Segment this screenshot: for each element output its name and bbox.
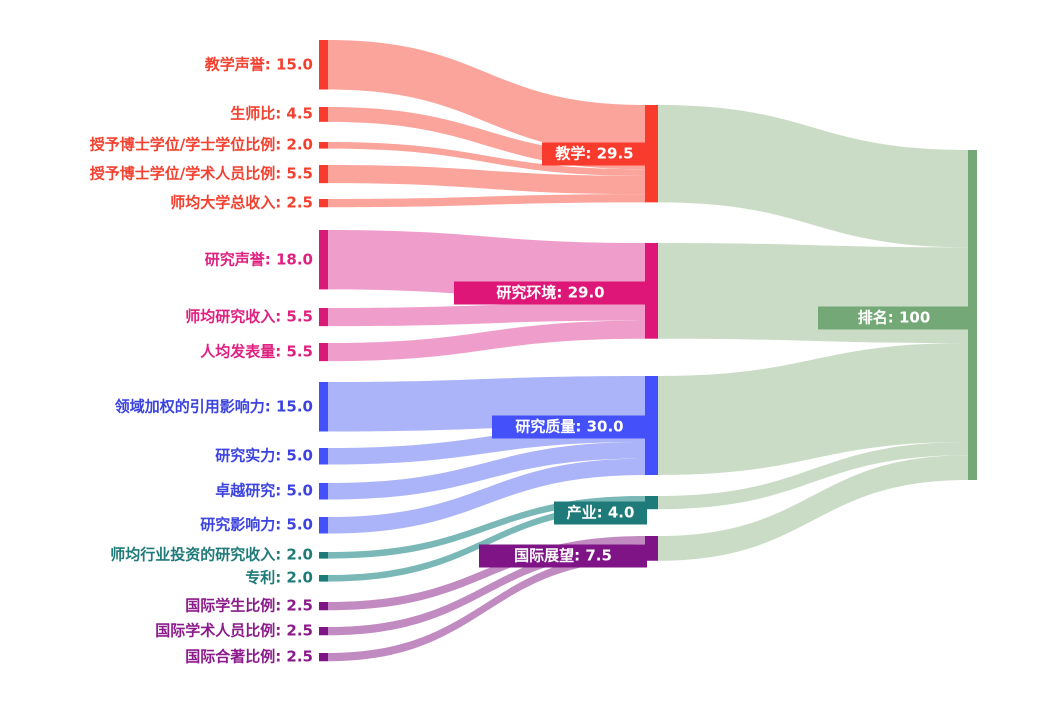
sankey-flow-gjxs-to-intl[interactable]: [328, 536, 645, 611]
node-label-rank: 排名: 100: [818, 306, 970, 330]
sankey-node-jxsy[interactable]: [319, 40, 328, 90]
node-label-yjyxl: 研究影响力: 5.0: [200, 515, 313, 534]
node-label-industry: 产业: 4.0: [554, 501, 647, 525]
sankey-node-rank[interactable]: [968, 150, 977, 480]
sankey-node-gjxr[interactable]: [319, 627, 328, 636]
sankey-flow-hysr-to-industry[interactable]: [328, 496, 645, 559]
node-label-resenv: 研究环境: 29.0: [454, 281, 647, 305]
sankey-node-lyjq[interactable]: [319, 382, 328, 432]
sankey-node-sjyjsr[interactable]: [319, 308, 328, 327]
sankey-node-ssb[interactable]: [319, 107, 328, 122]
sankey-node-yjyxl[interactable]: [319, 517, 328, 534]
sankey-flow-sjyjsr-to-resenv[interactable]: [328, 302, 645, 327]
node-label-gjxr: 国际学术人员比例: 2.5: [155, 621, 313, 640]
sankey-flow-zyyj-to-resqual[interactable]: [328, 442, 645, 500]
sankey-node-gjxs[interactable]: [319, 602, 328, 611]
sankey-flow-intl-to-rank[interactable]: [658, 455, 968, 561]
sankey-flow-industry-to-rank[interactable]: [658, 442, 968, 510]
node-label-zl: 专利: 2.0: [245, 568, 313, 587]
node-label-ssb: 生师比: 4.5: [230, 104, 313, 123]
sankey-flow-sjzsr-to-teaching[interactable]: [328, 194, 645, 208]
sankey-node-intl[interactable]: [645, 536, 658, 561]
sankey-flow-bsxr-to-teaching[interactable]: [328, 165, 645, 195]
node-label-sjyjsr: 师均研究收入: 5.5: [185, 307, 313, 326]
sankey-node-hysr[interactable]: [319, 552, 328, 559]
sankey-node-bsxs[interactable]: [319, 142, 328, 149]
sankey-node-gjhz[interactable]: [319, 653, 328, 662]
sankey-node-yjsl[interactable]: [319, 448, 328, 465]
node-label-gjxs: 国际学生比例: 2.5: [185, 596, 313, 615]
node-label-intl: 国际展望: 7.5: [479, 544, 647, 568]
node-label-jxsy: 教学声誉: 15.0: [204, 55, 313, 74]
sankey-node-zl[interactable]: [319, 575, 328, 582]
sankey-flow-gjhz-to-intl[interactable]: [328, 552, 645, 662]
sankey-node-resenv[interactable]: [645, 243, 658, 339]
sankey-flow-jxsy-to-teaching[interactable]: [328, 40, 645, 155]
sankey-node-industry[interactable]: [645, 496, 658, 510]
node-label-bsxs: 授予博士学位/学士学位比例: 2.0: [89, 135, 313, 154]
sankey-node-rjfbl[interactable]: [319, 343, 328, 362]
sankey-node-yjsy[interactable]: [319, 230, 328, 290]
sankey-node-teaching[interactable]: [645, 105, 658, 203]
sankey-node-zyyj[interactable]: [319, 483, 328, 500]
sankey-flow-gjxr-to-intl[interactable]: [328, 544, 645, 636]
node-label-yjsy: 研究声誉: 18.0: [204, 250, 313, 269]
node-label-lyjq: 领域加权的引用影响力: 15.0: [114, 397, 313, 416]
node-label-hysr: 师均行业投资的研究收入: 2.0: [110, 545, 313, 564]
sankey-flow-teaching-to-rank[interactable]: [658, 105, 968, 248]
node-label-bsxr: 授予博士学位/学术人员比例: 5.5: [89, 164, 313, 183]
sankey-node-resqual[interactable]: [645, 376, 658, 475]
node-label-sjzsr: 师均大学总收入: 2.5: [170, 193, 313, 212]
sankey-flow-rjfbl-to-resenv[interactable]: [328, 320, 645, 362]
node-label-gjhz: 国际合著比例: 2.5: [185, 647, 313, 666]
sankey-node-sjzsr[interactable]: [319, 199, 328, 208]
node-label-resqual: 研究质量: 30.0: [492, 415, 647, 439]
sankey-flow-zl-to-industry[interactable]: [328, 502, 645, 582]
node-label-zyyj: 卓越研究: 5.0: [215, 481, 313, 500]
sankey-node-bsxr[interactable]: [319, 165, 328, 184]
node-label-yjsl: 研究实力: 5.0: [215, 446, 313, 465]
sankey-flow-bsxs-to-teaching[interactable]: [328, 142, 645, 176]
sankey-flow-resqual-to-rank[interactable]: [658, 343, 968, 475]
node-label-rjfbl: 人均发表量: 5.5: [200, 342, 313, 361]
node-label-teaching: 教学: 29.5: [542, 142, 647, 166]
sankey-flow-yjyxl-to-resqual[interactable]: [328, 458, 645, 534]
